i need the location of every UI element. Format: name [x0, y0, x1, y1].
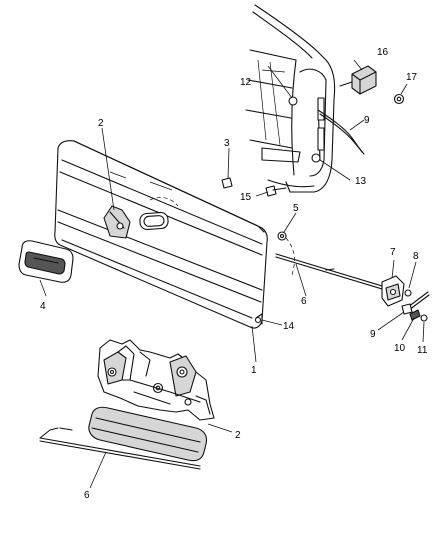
callout-5: 5 [293, 203, 299, 214]
callout-10: 10 [394, 343, 406, 354]
leader-lines [39, 59, 425, 489]
callout-1: 1 [251, 365, 257, 376]
handle-assembly-2 [39, 339, 215, 470]
truck-bed [245, 4, 336, 193]
callout-6-rod: 6 [301, 296, 307, 307]
bezel-4 [18, 240, 74, 283]
clip-5 [277, 231, 287, 241]
callout-16: 16 [377, 47, 389, 58]
callout-4: 4 [40, 301, 46, 312]
callout-labels: 2 4 3 12 16 17 9 13 15 5 6 7 8 9 10 11 1… [40, 47, 428, 501]
callout-3: 3 [224, 138, 230, 149]
bolt-13 [311, 153, 321, 163]
screw-3 [221, 177, 233, 189]
callout-9-lower: 9 [370, 329, 376, 340]
latch-7 [381, 275, 405, 307]
bolt-8 [404, 289, 412, 297]
callout-9-upper: 9 [364, 115, 370, 126]
rod-6-upper [275, 253, 391, 293]
cable-9-upper [317, 109, 363, 153]
callout-11: 11 [417, 345, 428, 356]
callout-7: 7 [390, 247, 396, 258]
callout-12: 12 [240, 77, 252, 88]
callout-15: 15 [240, 192, 252, 203]
tailgate-1 [54, 140, 268, 329]
callout-6-lower: 6 [84, 490, 90, 501]
callout-13: 13 [355, 176, 367, 187]
callout-2-handle: 2 [235, 430, 241, 441]
connector-16 [339, 65, 377, 95]
clip-10 [409, 309, 421, 321]
bolt-11 [420, 314, 428, 322]
striker-bolt-12 [288, 96, 298, 106]
callout-2-latch: 2 [98, 118, 104, 129]
screw-15 [265, 185, 287, 197]
callout-8: 8 [413, 251, 419, 262]
callout-17: 17 [406, 72, 418, 83]
nut-17 [393, 93, 405, 105]
callout-14: 14 [283, 321, 295, 332]
